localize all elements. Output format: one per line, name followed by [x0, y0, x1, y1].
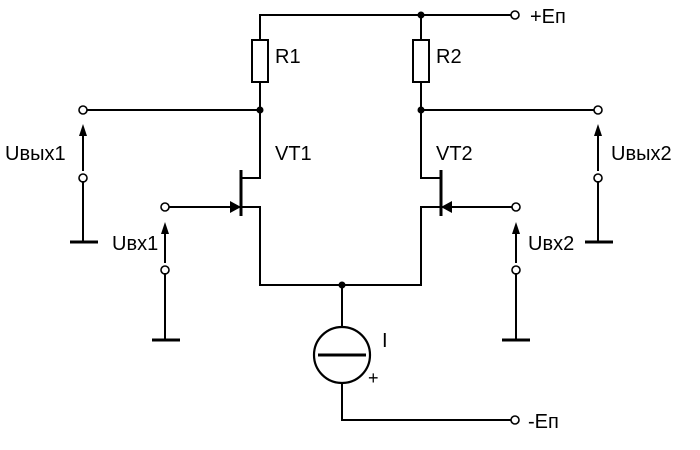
transistor-vt2: [420, 159, 513, 286]
negative-supply-terminal: [510, 415, 520, 425]
output2-voltage: [585, 124, 613, 244]
vt1-label: VT1: [275, 143, 312, 165]
r1-label: R1: [275, 46, 301, 68]
input2-arrow-icon: [512, 222, 520, 234]
input1-arrow-icon: [161, 222, 169, 234]
uout2-label: Uвых2: [611, 143, 672, 165]
positive-supply-rail: [259, 10, 520, 20]
input1-source: [152, 202, 180, 342]
current-source-label: I: [382, 330, 388, 352]
output2-arrow-icon: [594, 124, 602, 136]
current-source-plus: +: [368, 368, 379, 388]
uin1-label: Uвх1: [112, 233, 158, 255]
resistor-r2: [412, 14, 430, 161]
resistor-r1: [251, 14, 269, 161]
output1-voltage: [70, 124, 98, 244]
output1-arrow-icon: [79, 124, 87, 136]
uin2-label: Uвх2: [528, 233, 574, 255]
transistor-vt1: [169, 159, 261, 286]
negative-supply-label: -Еп: [528, 411, 559, 433]
positive-supply-label: +Еп: [530, 6, 566, 28]
vt2-label: VT2: [436, 143, 473, 165]
output1-line: [78, 105, 264, 115]
current-source: [312, 325, 520, 425]
output2-line: [417, 105, 603, 115]
positive-supply-terminal: [510, 10, 520, 20]
common-source-node: [259, 281, 422, 328]
uout1-label: Uвых1: [5, 143, 66, 165]
input2-source: [502, 202, 530, 342]
r2-label: R2: [436, 46, 462, 68]
